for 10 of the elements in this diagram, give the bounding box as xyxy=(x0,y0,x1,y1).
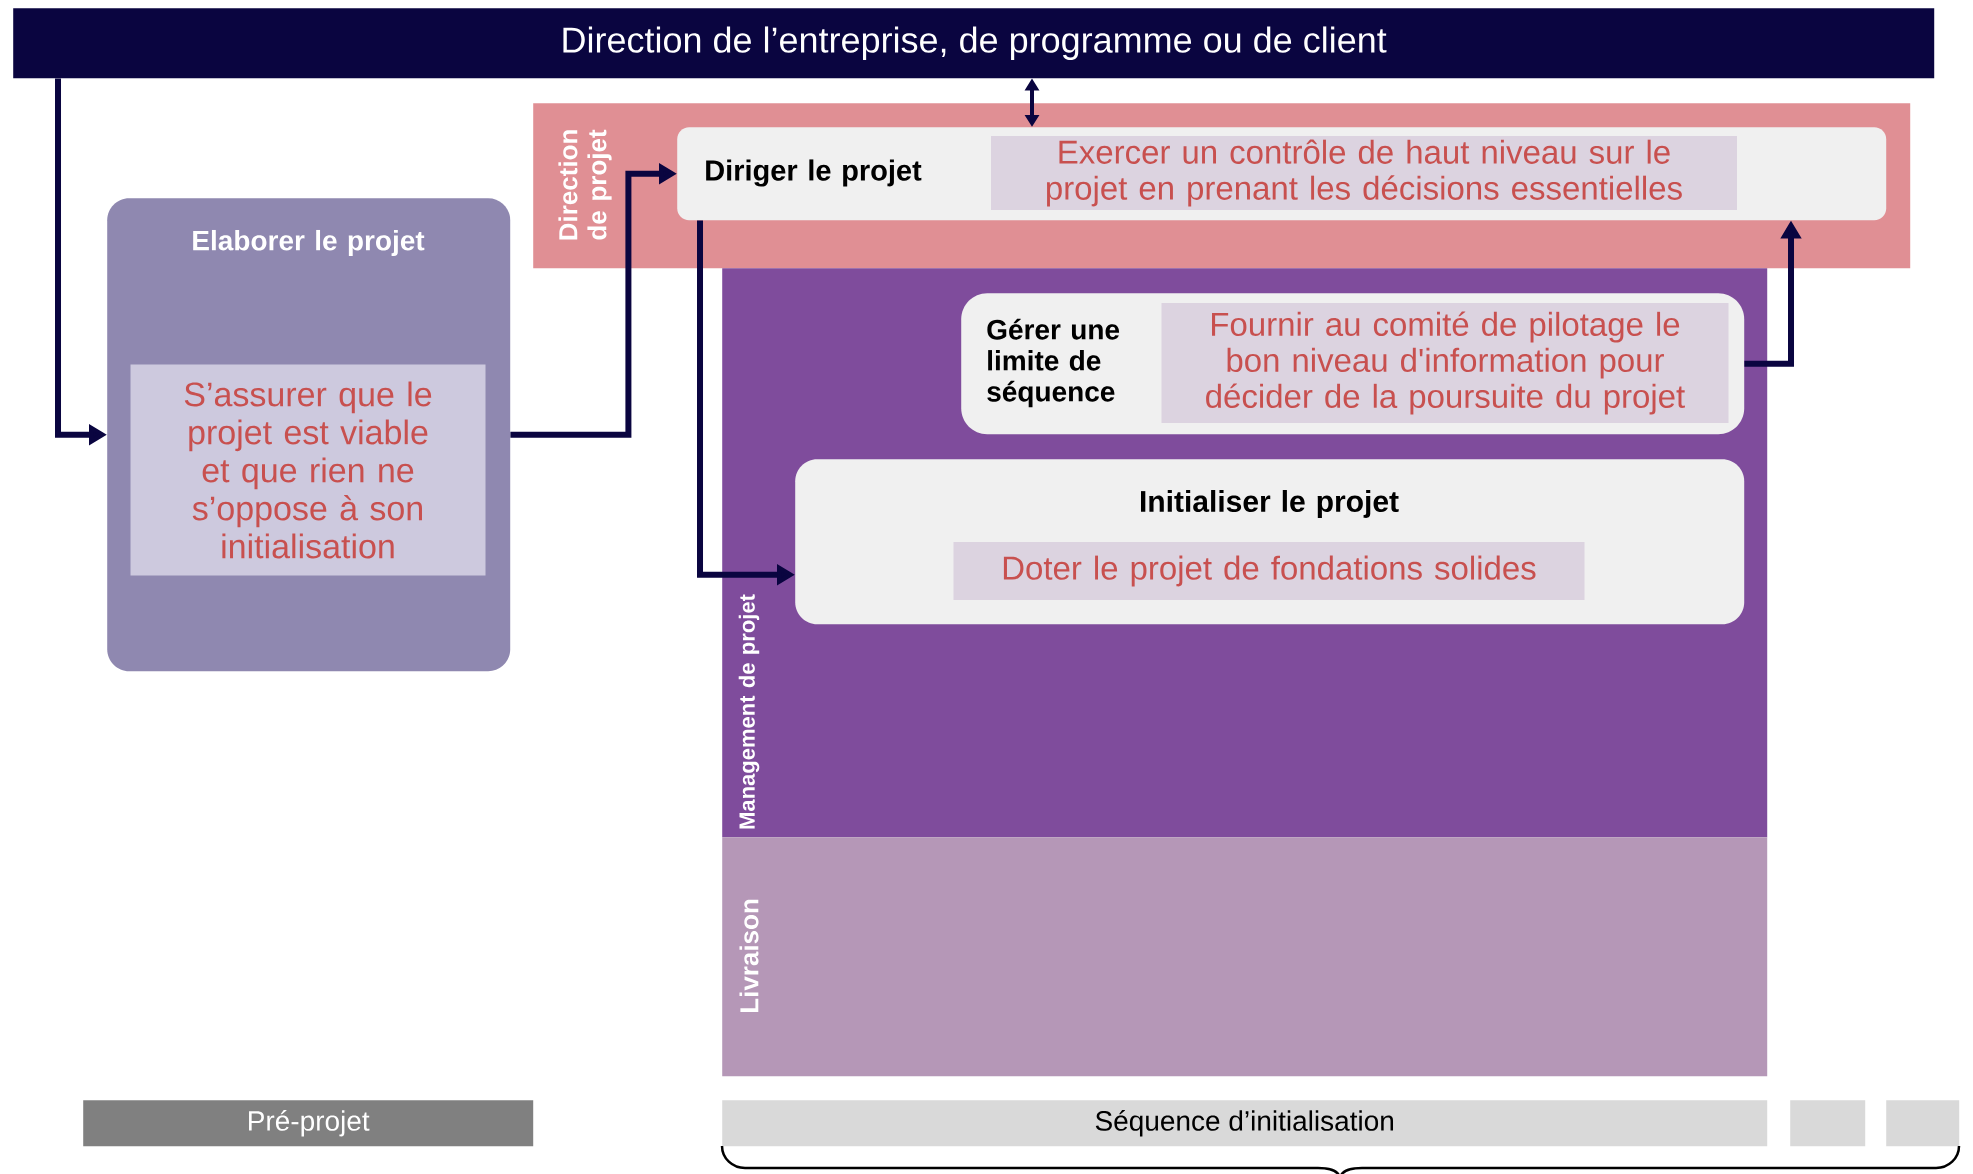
phase-bar: Séquence d’initialisation xyxy=(722,1100,1768,1147)
phase-bar xyxy=(1886,1100,1960,1147)
header-bar: Direction de l’entreprise, de programme ou de client xyxy=(13,8,1935,79)
swimlane-band: Livraison xyxy=(722,837,1768,1077)
phase-bar: Pré-projet xyxy=(83,1100,534,1147)
process-box: Gérer une limite de séquence Fournir au comité de pilotage le bon niveau d'information pour décider de la poursuite du projet xyxy=(961,293,1745,435)
process-box: Diriger le projet Exercer un contrôle de haut niveau sur le projet en prenant les décisions essentielles xyxy=(677,127,1887,221)
process-box: Elaborer le projet S’assurer que le projet est viable et que rien ne s’oppose à son initialisation xyxy=(107,198,511,672)
phase-bar xyxy=(1790,1100,1866,1147)
process-box: Initialiser le projet Doter le projet de fondations solides xyxy=(795,459,1745,625)
